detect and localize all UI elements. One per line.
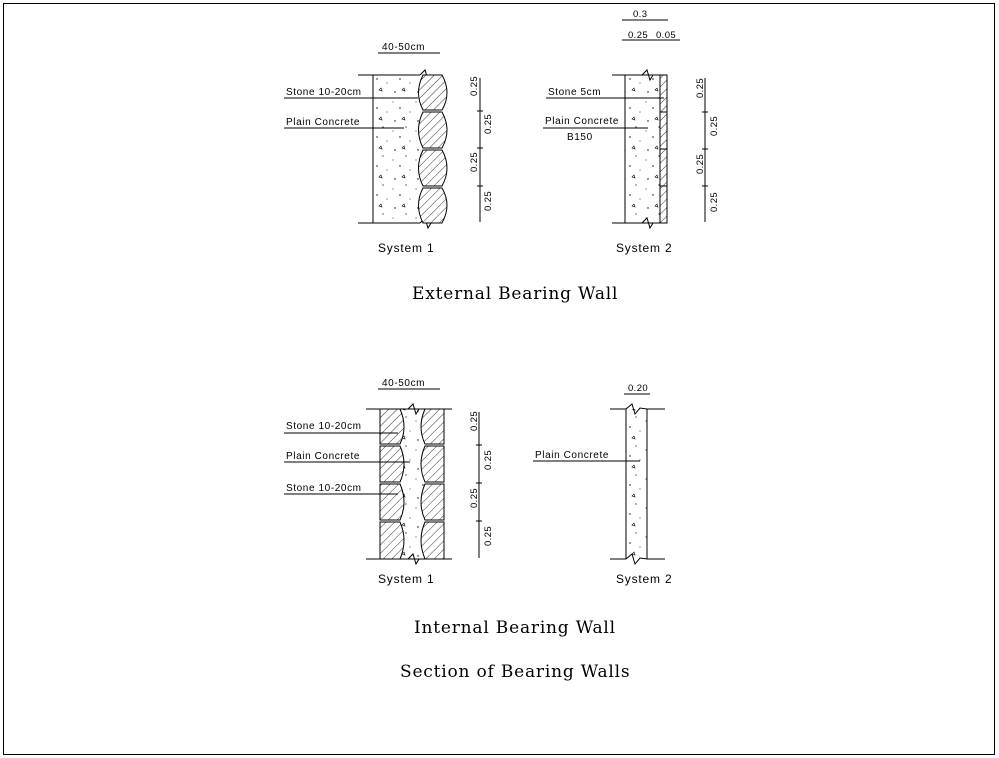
ext-sys2-dim-4: 0.25	[709, 192, 720, 212]
int-sys1-left-stone-2	[379, 445, 405, 483]
external-system1-section: 40-50cm Stone 10-20cm Plain Concrete 0.2…	[284, 42, 494, 255]
external-system2-section: 0.3 0.25 0.05 Stone 5cm Plain Concrete B…	[543, 9, 720, 255]
ext-sys1-stone-1	[418, 74, 448, 111]
int-sys1-dim-3: 0.25	[469, 488, 480, 508]
int-sys2-concrete	[626, 409, 647, 559]
ext-sys2-dim-3: 0.25	[695, 154, 706, 174]
ext-sys2-dim-top: 0.3	[633, 9, 647, 20]
ext-sys2-dim-sub-a: 0.25	[628, 30, 648, 41]
ext-sys2-concrete-grade: B150	[567, 132, 593, 143]
int-sys1-width-label: 40-50cm	[382, 378, 425, 389]
int-sys1-right-stone-3	[420, 483, 445, 521]
ext-sys2-stone-label: Stone 5cm	[548, 87, 601, 98]
external-title: External Bearing Wall	[412, 284, 618, 304]
internal-system1-section: 40-50cm Stone 10-20cm Plain Concrete Sto…	[284, 378, 494, 586]
ext-sys1-concrete-label: Plain Concrete	[286, 117, 360, 128]
int-sys1-caption: System 1	[378, 572, 434, 586]
int-sys1-stone-label-2: Stone 10-20cm	[286, 483, 362, 494]
int-sys1-concrete-label: Plain Concrete	[286, 451, 360, 462]
ext-sys1-dim-1: 0.25	[469, 76, 480, 96]
ext-sys1-dim-2: 0.25	[483, 114, 494, 134]
ext-sys2-concrete	[625, 75, 660, 223]
int-sys1-left-stone-3	[379, 483, 405, 521]
internal-title: Internal Bearing Wall	[414, 618, 616, 638]
ext-sys1-concrete	[373, 75, 423, 223]
int-sys1-dim-1: 0.25	[469, 411, 480, 431]
int-sys1-left-stone-1	[379, 408, 405, 445]
int-sys2-concrete-label: Plain Concrete	[535, 450, 609, 461]
sheet-border	[3, 3, 995, 755]
ext-sys2-dim-sub-b: 0.05	[656, 30, 676, 41]
ext-sys1-caption: System 1	[378, 241, 434, 255]
int-sys1-right-stone-2	[420, 445, 445, 483]
ext-sys1-dim-3: 0.25	[469, 152, 480, 172]
ext-sys2-dim-1: 0.25	[695, 78, 706, 98]
ext-sys1-stone-4	[418, 187, 448, 224]
ext-sys1-stone-3	[418, 149, 448, 187]
ext-sys2-concrete-label: Plain Concrete	[545, 116, 619, 127]
int-sys1-left-stone-4	[379, 521, 405, 560]
int-sys2-width-label: 0.20	[628, 383, 648, 394]
int-sys1-dim-4: 0.25	[483, 526, 494, 546]
ext-sys1-stone-label: Stone 10-20cm	[286, 87, 362, 98]
ext-sys1-stone-2	[418, 111, 448, 149]
ext-sys2-caption: System 2	[616, 241, 672, 255]
ext-sys1-width-label: 40-50cm	[382, 42, 425, 53]
int-sys1-right-stone-4	[420, 521, 445, 560]
int-sys1-right-stone-1	[420, 408, 445, 445]
ext-sys1-dim-4: 0.25	[483, 191, 494, 211]
int-sys1-dim-2: 0.25	[483, 450, 494, 470]
sheet-title: Section of Bearing Walls	[400, 662, 630, 682]
internal-system2-section: 0.20 Plain Concrete System 2	[533, 383, 672, 586]
int-sys1-stone-label-1: Stone 10-20cm	[286, 421, 362, 432]
int-sys2-caption: System 2	[616, 572, 672, 586]
ext-sys2-dim-2: 0.25	[709, 116, 720, 136]
